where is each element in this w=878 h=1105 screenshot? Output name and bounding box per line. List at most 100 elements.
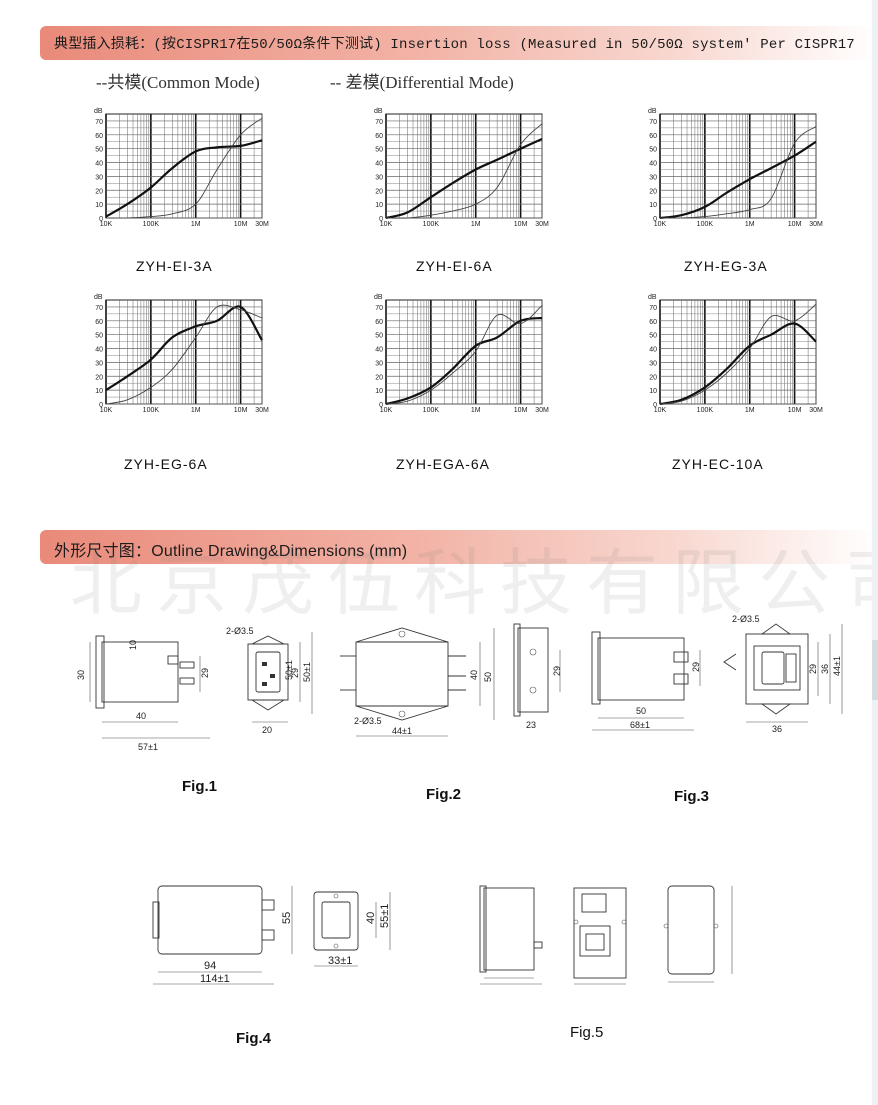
x-tick-label: 100K (697, 221, 714, 228)
y-tick-label: 60 (649, 319, 657, 326)
y-tick-label: 20 (649, 188, 657, 195)
model-label-zyh-ec-10a: ZYH-EC-10A (672, 456, 764, 472)
y-tick-label: 70 (375, 305, 383, 312)
fig3-label: Fig.3 (674, 788, 710, 805)
fig3-dim-68: 68±1 (630, 720, 650, 730)
y-tick-label: 50 (375, 333, 383, 340)
y-tick-label: 70 (95, 305, 103, 312)
differential-mode-label: -- 差模(Differential Mode) (330, 73, 514, 92)
model-label-zyh-eg-3a: ZYH-EG-3A (684, 258, 768, 274)
differential-mode-curve (105, 117, 263, 219)
x-tick-label: 10M (514, 221, 528, 228)
x-tick-label: 10K (654, 407, 667, 414)
x-tick-label: 30M (809, 407, 823, 414)
y-unit-label: dB (374, 108, 383, 115)
fig2-dim-hole: 2-Ø3.5 (354, 716, 382, 726)
fig1-dim-30: 30 (76, 670, 86, 680)
differential-mode-curve (659, 303, 817, 405)
fig4-dim-94: 94 (204, 960, 216, 972)
y-tick-label: 70 (649, 119, 657, 126)
y-tick-label: 50 (649, 333, 657, 340)
y-tick-label: 10 (375, 202, 383, 209)
x-tick-label: 10K (654, 221, 667, 228)
y-tick-label: 60 (375, 133, 383, 140)
insertion-loss-header: 典型插入损耗：(按CISPR17在50/50Ω条件下测试) Insertion … (40, 26, 878, 60)
fig1-dim-40b: 50±1 (284, 660, 294, 680)
vertical-scrollbar[interactable] (872, 0, 878, 1105)
y-tick-label: 10 (649, 202, 657, 209)
fig1-drawing: 30 29 10 40 57±1 2-Ø3.5 29 50±1 50±1 20 (76, 622, 320, 752)
x-tick-label: 10M (514, 407, 528, 414)
fig4-dim-40: 40 (365, 912, 377, 924)
fig3-dim-hole: 2-Ø3.5 (732, 614, 760, 624)
x-tick-label: 30M (255, 407, 269, 414)
y-tick-label: 20 (95, 374, 103, 381)
common-mode-curve (385, 316, 543, 406)
differential-mode-curve (385, 305, 543, 405)
y-tick-label: 0 (653, 216, 657, 223)
fig1-dim-29a: 29 (200, 668, 210, 678)
x-tick-label: 100K (697, 407, 714, 414)
y-tick-label: 60 (375, 319, 383, 326)
y-tick-label: 40 (375, 347, 383, 354)
fig4-dim-114: 114±1 (200, 973, 230, 985)
y-tick-label: 20 (649, 374, 657, 381)
y-tick-label: 10 (95, 202, 103, 209)
y-tick-label: 20 (95, 188, 103, 195)
y-tick-label: 30 (649, 360, 657, 367)
fig2-drawing: 40 50 2-Ø3.5 44±1 29 23 (334, 620, 574, 740)
fig5-drawing (470, 882, 740, 992)
differential-mode-curve (385, 123, 543, 219)
y-tick-label: 0 (379, 216, 383, 223)
fig2-label: Fig.2 (426, 786, 462, 803)
fig2-dim-50: 50 (483, 672, 493, 682)
model-label-zyh-eg-6a: ZYH-EG-6A (124, 456, 208, 472)
fig4-drawing: 55 94 114±1 40 55±1 33±1 (150, 880, 410, 990)
common-mode-curve (105, 139, 263, 218)
x-tick-label: 30M (535, 221, 549, 228)
differential-mode-curve (659, 126, 817, 219)
fig4-dim-55: 55 (281, 912, 293, 924)
x-tick-label: 30M (535, 407, 549, 414)
y-tick-label: 40 (95, 347, 103, 354)
fig3-dim-50: 50 (636, 706, 646, 716)
x-tick-label: 10M (234, 407, 248, 414)
y-tick-label: 30 (649, 174, 657, 181)
model-label-zyh-ei-3a: ZYH-EI-3A (136, 258, 213, 274)
y-tick-label: 0 (379, 402, 383, 409)
fig2-dim-40: 40 (469, 670, 479, 680)
common-mode-curve (385, 137, 543, 220)
y-tick-label: 10 (649, 388, 657, 395)
y-tick-label: 50 (649, 147, 657, 154)
model-label-zyh-ega-6a: ZYH-EGA-6A (396, 456, 491, 472)
y-tick-label: 70 (375, 119, 383, 126)
y-tick-label: 20 (375, 188, 383, 195)
y-tick-label: 60 (95, 319, 103, 326)
x-tick-label: 30M (255, 221, 269, 228)
x-tick-label: 1M (191, 407, 201, 414)
x-tick-label: 10K (100, 221, 113, 228)
differential-mode-curve (105, 304, 263, 405)
x-tick-label: 1M (471, 407, 481, 414)
fig3-dim-29a: 29 (691, 662, 701, 672)
y-tick-label: 30 (95, 174, 103, 181)
y-tick-label: 40 (649, 347, 657, 354)
scrollbar-thumb[interactable] (872, 640, 878, 700)
y-tick-label: 60 (95, 133, 103, 140)
y-tick-label: 30 (375, 360, 383, 367)
y-unit-label: dB (94, 108, 103, 115)
y-tick-label: 50 (95, 147, 103, 154)
fig3-dim-36a: 36 (820, 664, 830, 674)
fig2-dim-29: 29 (552, 666, 562, 676)
y-tick-label: 50 (375, 147, 383, 154)
fig1-dim-57: 57±1 (138, 742, 158, 752)
outline-drawing-header: 外形尺寸图：Outline Drawing&Dimensions (mm) (40, 530, 878, 564)
fig5-label: Fig.5 (570, 1024, 604, 1041)
y-tick-label: 70 (95, 119, 103, 126)
insertion-loss-header-text: 典型插入损耗：(按CISPR17在50/50Ω条件下测试) Insertion … (54, 37, 855, 53)
y-tick-label: 40 (649, 161, 657, 168)
